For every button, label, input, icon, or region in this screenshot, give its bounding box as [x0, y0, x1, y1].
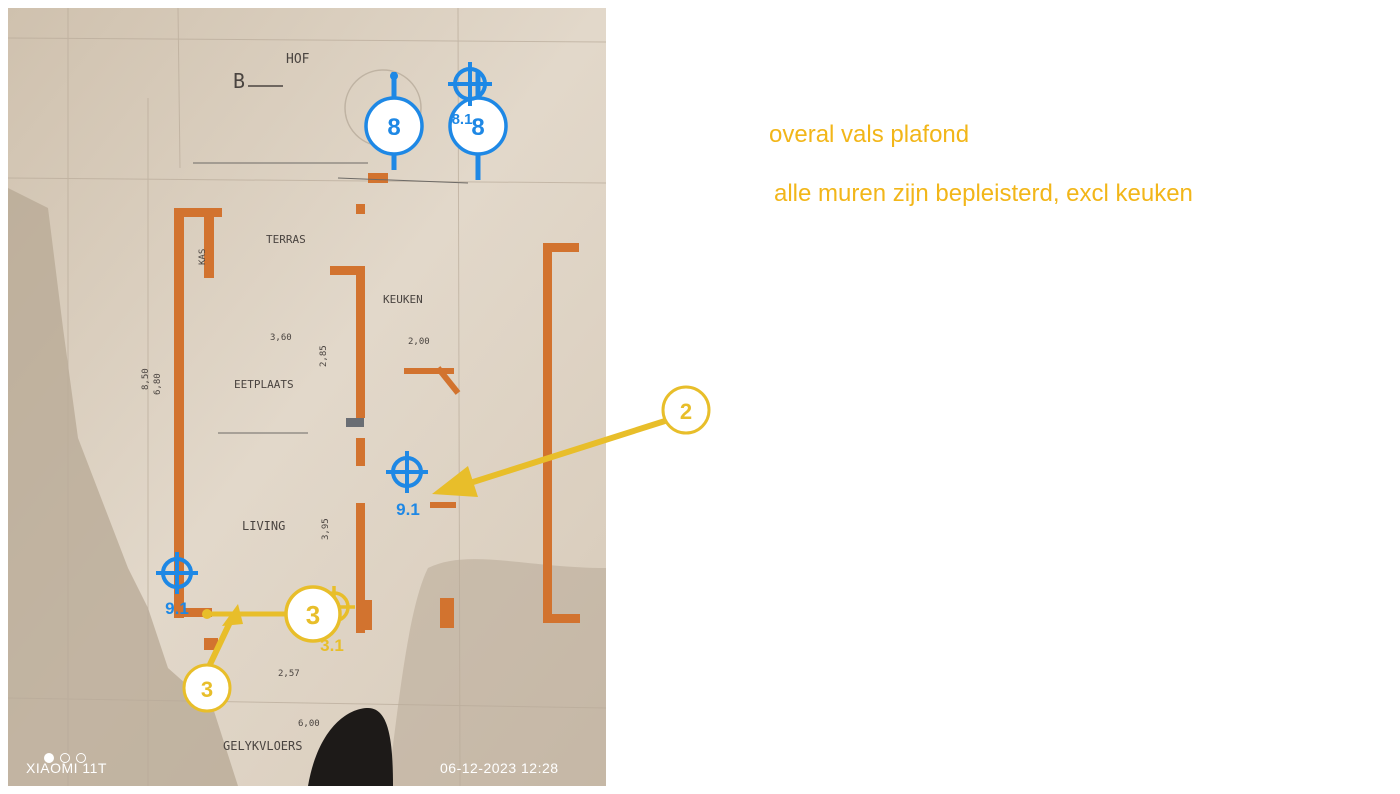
- marker-3-bottom[interactable]: 3: [182, 663, 232, 713]
- marker-2-label: 2: [680, 399, 692, 424]
- plan-label-kas: KAS: [198, 249, 208, 265]
- plan-dim-395: 3,95: [321, 518, 331, 540]
- yellow-line-endpoint: [202, 609, 212, 619]
- plan-label-eetplaats: EETPLAATS: [234, 378, 294, 391]
- plan-dim-680: 6,80: [153, 373, 163, 395]
- page-dot-active: [44, 753, 54, 763]
- crosshair-91-living[interactable]: 9.1: [156, 552, 198, 618]
- marker-3-mid-label: 3: [306, 600, 320, 630]
- plan-dim-200: 2,00: [408, 337, 430, 347]
- crosshair-31-label: 3.1: [320, 636, 344, 655]
- plan-dim-360: 3,60: [270, 333, 292, 343]
- marker-3-bottom-label: 3: [201, 677, 213, 702]
- floor-plan-photo: B HOF TERRAS KEUKEN EETPLAATS LIVING GEL…: [8, 8, 606, 786]
- marker-8-left[interactable]: 8: [364, 72, 424, 170]
- crosshair-81-label: 8.1: [452, 111, 473, 128]
- plan-label-terras: TERRAS: [266, 233, 306, 246]
- crosshair-81[interactable]: 8.1: [448, 62, 492, 128]
- page-dot: [76, 753, 86, 763]
- arrow-2[interactable]: [432, 418, 666, 497]
- plan-dim-850: 8,50: [141, 368, 151, 390]
- plan-label-keuken: KEUKEN: [383, 293, 423, 306]
- note-walls[interactable]: alle muren zijn bepleisterd, excl keuken: [774, 180, 1193, 207]
- plan-dim-600: 6,00: [298, 719, 320, 729]
- marker-8-left-label: 8: [387, 114, 400, 141]
- plan-label-b: B: [233, 69, 245, 93]
- floor-plan-drawing: B HOF TERRAS KEUKEN EETPLAATS LIVING GEL…: [8, 8, 606, 786]
- plan-label-gelijkvloers: GELYKVLOERS: [223, 739, 302, 753]
- marker-8-right-label: 8: [471, 114, 484, 141]
- note-ceiling[interactable]: overal vals plafond: [769, 121, 970, 148]
- marker-2[interactable]: 2: [661, 385, 711, 435]
- crosshair-91-kitchen[interactable]: 9.1: [386, 451, 428, 519]
- plan-label-hof: HOF: [286, 52, 310, 67]
- page-indicator: [44, 750, 92, 768]
- crosshair-91-living-label: 9.1: [165, 599, 189, 618]
- plan-dim-285: 2,85: [319, 345, 329, 367]
- plan-label-living: LIVING: [242, 519, 285, 533]
- crosshair-91-kitchen-label: 9.1: [396, 500, 420, 519]
- photo-timestamp: 06-12-2023 12:28: [440, 760, 559, 776]
- marker-3-mid[interactable]: 3: [284, 585, 342, 643]
- plan-dim-257: 2,57: [278, 669, 300, 679]
- page-dot: [60, 753, 70, 763]
- camera-label: XIAOMI 11T: [26, 760, 107, 776]
